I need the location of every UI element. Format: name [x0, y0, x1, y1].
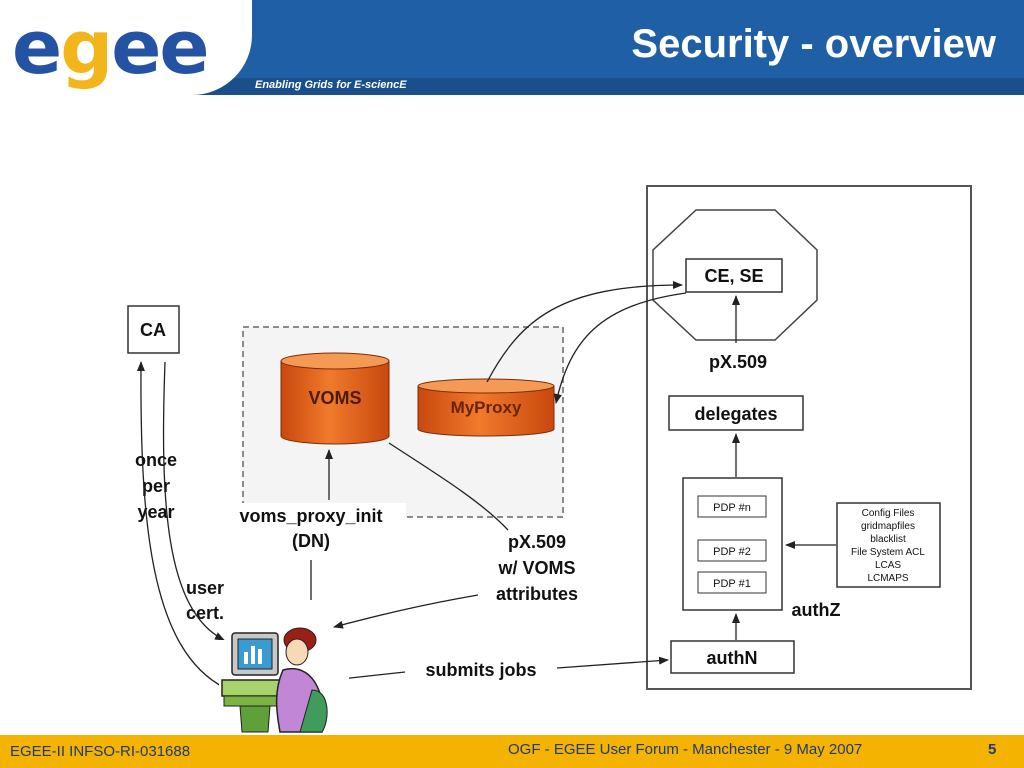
config-item: blacklist [870, 534, 906, 545]
px509-voms-label: w/ VOMS [497, 558, 575, 578]
voms-cylinder [280, 352, 390, 445]
myproxy-label: MyProxy [451, 398, 522, 417]
submits-jobs-label: submits jobs [425, 660, 536, 680]
config-item: Config Files [862, 508, 915, 519]
arrow-ce-to-myproxy [554, 292, 687, 404]
config-item: LCAS [875, 560, 901, 571]
pdp-1-label: PDP #1 [713, 578, 751, 590]
ca-box [127, 305, 180, 354]
once-per-year-label: year [137, 502, 174, 522]
authn-box [670, 640, 795, 674]
tagline: Enabling Grids for E-sciencE [255, 79, 407, 91]
config-item: LCMAPS [867, 573, 908, 584]
logo-area: egee [0, 0, 252, 95]
px509-voms-label: attributes [496, 584, 578, 604]
slide-footer: EGEE-II INFSO-RI-031688 OGF - EGEE User … [0, 735, 1024, 768]
arrow-ca-to-user [162, 361, 225, 641]
arrow-user-to-ca [136, 361, 226, 689]
config-box [836, 502, 941, 588]
delegates-label: delegates [694, 404, 777, 424]
arrow-attrs-to-user [333, 594, 479, 629]
px509-label: pX.509 [709, 352, 767, 372]
ce-se-box [685, 258, 783, 293]
slide-header: egee Enabling Grids for E-sciencE Securi… [0, 0, 1024, 95]
pdp-2-label: PDP #2 [713, 546, 751, 558]
pdp-n-box [697, 495, 767, 518]
slide-title: Security - overview [631, 22, 996, 66]
pdp-2-box [697, 539, 767, 562]
egee-logo: egee [12, 5, 210, 91]
voms-label: VOMS [308, 388, 361, 408]
config-item: File System ACL [851, 547, 925, 558]
authz-label: authZ [792, 600, 841, 620]
authn-label: authN [707, 648, 758, 668]
myproxy-cylinder [417, 378, 555, 437]
footer-project-id: EGEE-II INFSO-RI-031688 [10, 743, 191, 760]
voms-proxy-init-bg [216, 503, 406, 555]
once-per-year-label: per [142, 476, 170, 496]
arrow-voms-to-attrs [388, 442, 509, 531]
config-item: gridmapfiles [861, 521, 915, 532]
user-at-computer-icon [219, 627, 349, 733]
ce-se-label: CE, SE [704, 266, 763, 286]
security-diagram: CE, SE pX.509 delegates PDP #n PDP #2 PD… [127, 185, 972, 733]
pdp-n-label: PDP #n [713, 502, 751, 514]
voms-proxy-init-dn: (DN) [292, 531, 330, 551]
px509-voms-label: pX.509 [508, 532, 566, 552]
once-per-year-label: once [135, 450, 177, 470]
user-cert-label: cert. [186, 603, 224, 623]
page-number: 5 [988, 741, 997, 758]
pdp-1-box [697, 571, 767, 594]
voms-proxy-init-label: voms_proxy_init [239, 506, 382, 526]
footer-event: OGF - EGEE User Forum - Manchester - 9 M… [508, 741, 863, 758]
delegates-box [668, 395, 804, 431]
arrow-myproxy-to-ce [486, 281, 683, 383]
user-cert-label: user [186, 578, 224, 598]
header-subbar [0, 78, 1024, 95]
ca-label: CA [140, 320, 166, 340]
